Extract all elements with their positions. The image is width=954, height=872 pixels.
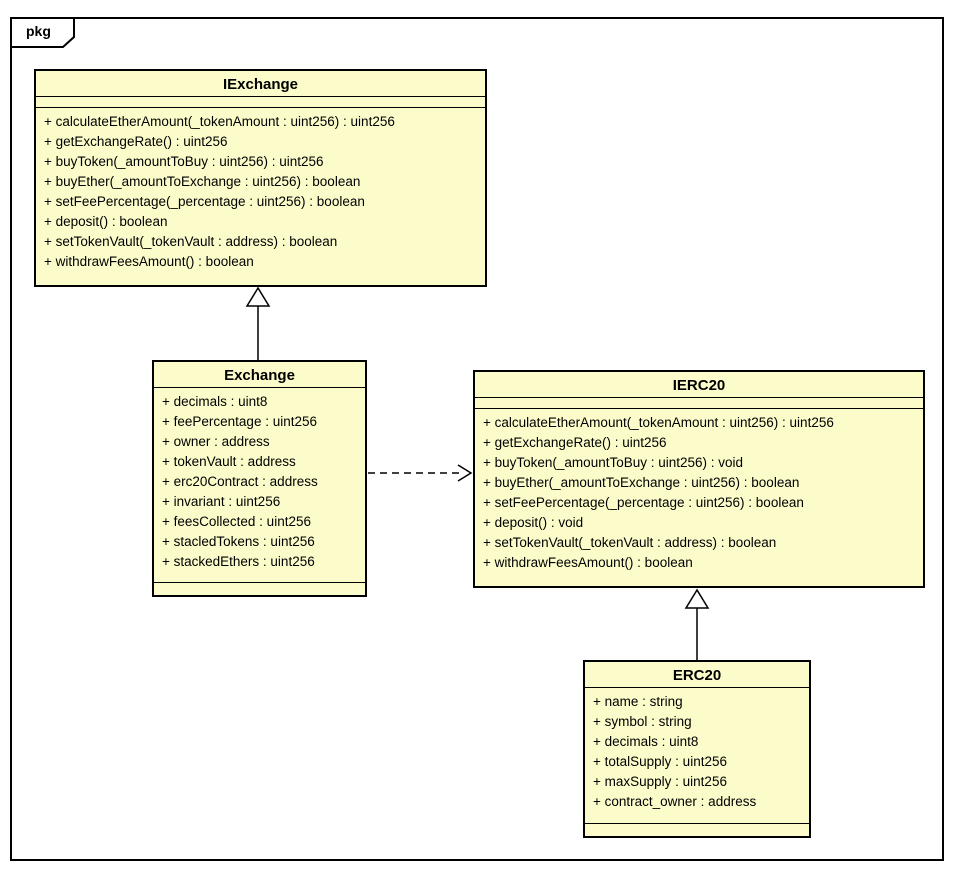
method-item: + setTokenVault(_tokenVault : address) :… [44, 234, 338, 249]
method-item: + deposit() : void [483, 515, 584, 530]
method-item: + setFeePercentage(_percentage : uint256… [44, 194, 365, 209]
attribute-item: + erc20Contract : address [162, 474, 318, 489]
attribute-item: + owner : address [162, 434, 270, 449]
attribute-item: + symbol : string [593, 714, 692, 729]
attribute-item: + decimals : uint8 [593, 734, 699, 749]
methods-compartment-empty [585, 823, 809, 836]
class-name-exchange: Exchange [154, 362, 365, 388]
attribute-item: + name : string [593, 694, 683, 709]
class-name-erc20: ERC20 [585, 662, 809, 688]
method-item: + getExchangeRate() : uint256 [483, 435, 667, 450]
methods-compartment-empty [154, 582, 365, 595]
method-item: + buyEther(_amountToExchange : uint256) … [483, 475, 800, 490]
class-box-erc20[interactable]: ERC20 + name : string + symbol : string … [583, 660, 811, 838]
attribute-item: + feesCollected : uint256 [162, 514, 311, 529]
method-item: + deposit() : boolean [44, 214, 168, 229]
method-item: + buyEther(_amountToExchange : uint256) … [44, 174, 361, 189]
attribute-item: + stackedEthers : uint256 [162, 554, 315, 569]
attributes-compartment-empty [36, 97, 485, 108]
attributes-compartment: + name : string + symbol : string + deci… [585, 688, 809, 812]
class-box-ierc20[interactable]: IERC20 + calculateEtherAmount(_tokenAmou… [473, 370, 925, 588]
class-box-exchange[interactable]: Exchange + decimals : uint8 + feePercent… [152, 360, 367, 597]
method-item: + withdrawFeesAmount() : boolean [483, 555, 693, 570]
attribute-item: + invariant : uint256 [162, 494, 281, 509]
methods-compartment: + calculateEtherAmount(_tokenAmount : ui… [475, 409, 923, 573]
method-item: + getExchangeRate() : uint256 [44, 134, 228, 149]
method-item: + setFeePercentage(_percentage : uint256… [483, 495, 804, 510]
attribute-item: + feePercentage : uint256 [162, 414, 317, 429]
method-item: + calculateEtherAmount(_tokenAmount : ui… [44, 114, 395, 129]
class-box-iexchange[interactable]: IExchange + calculateEtherAmount(_tokenA… [34, 69, 487, 287]
attribute-item: + stacledTokens : uint256 [162, 534, 315, 549]
attributes-compartment: + decimals : uint8 + feePercentage : uin… [154, 388, 365, 572]
package-frame [10, 17, 944, 861]
class-name-iexchange: IExchange [36, 71, 485, 97]
attribute-item: + tokenVault : address [162, 454, 296, 469]
attributes-compartment-empty [475, 398, 923, 409]
method-item: + buyToken(_amountToBuy : uint256) : uin… [44, 154, 324, 169]
package-tab-label: pkg [26, 23, 51, 39]
attribute-item: + maxSupply : uint256 [593, 774, 727, 789]
methods-compartment: + calculateEtherAmount(_tokenAmount : ui… [36, 108, 485, 272]
attribute-item: + totalSupply : uint256 [593, 754, 727, 769]
method-item: + setTokenVault(_tokenVault : address) :… [483, 535, 777, 550]
class-name-ierc20: IERC20 [475, 372, 923, 398]
method-item: + buyToken(_amountToBuy : uint256) : voi… [483, 455, 744, 470]
method-item: + calculateEtherAmount(_tokenAmount : ui… [483, 415, 834, 430]
method-item: + withdrawFeesAmount() : boolean [44, 254, 254, 269]
attribute-item: + contract_owner : address [593, 794, 757, 809]
attribute-item: + decimals : uint8 [162, 394, 268, 409]
